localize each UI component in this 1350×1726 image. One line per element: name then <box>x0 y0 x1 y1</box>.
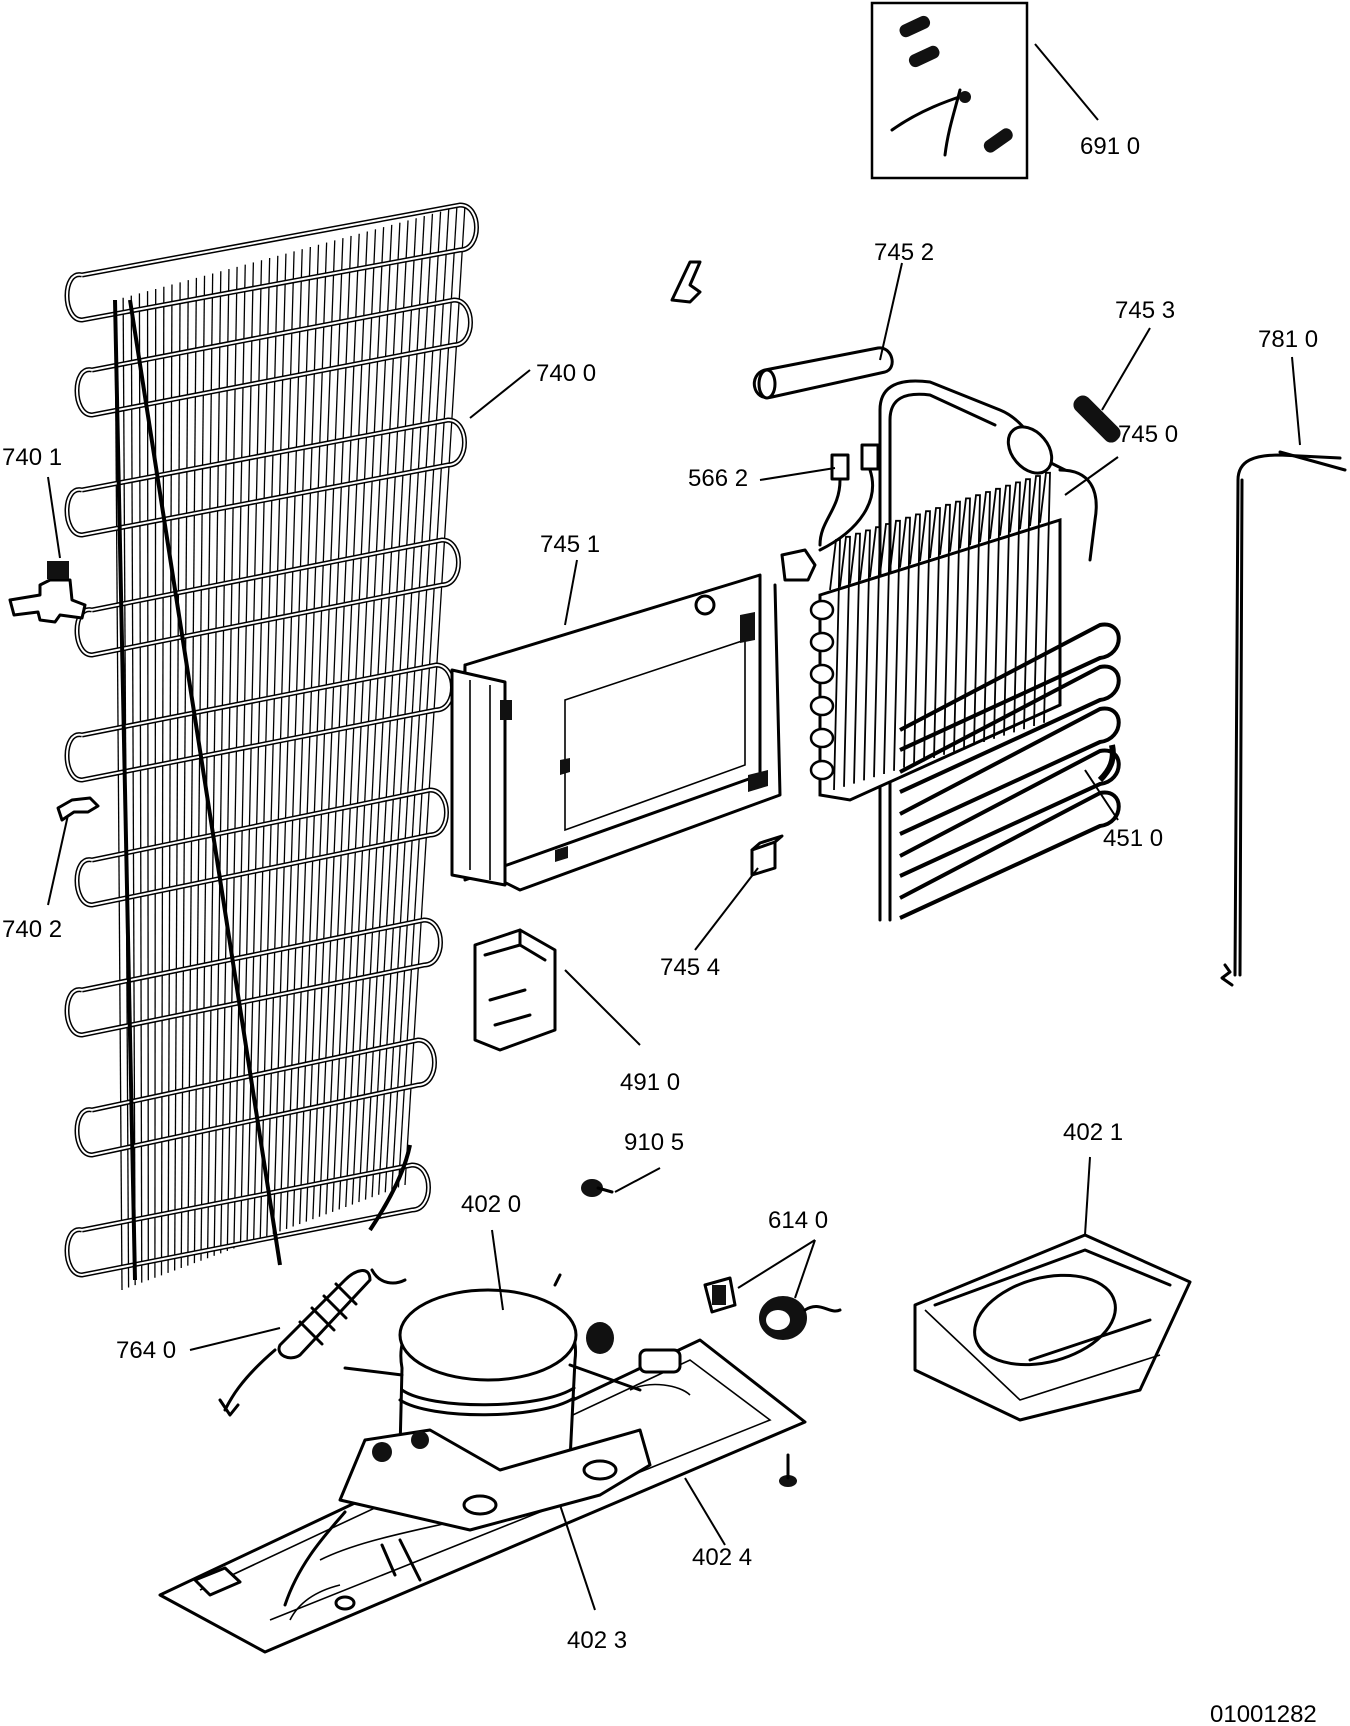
label-910-5: 910 5 <box>624 1129 684 1156</box>
part-402-1-tray <box>913 1233 1192 1422</box>
part-labels: 691 0 745 2 745 3 781 0 740 0 745 0 740 … <box>2 133 1318 1726</box>
part-491-0-block <box>473 928 557 1052</box>
label-566-2: 566 2 <box>688 465 748 492</box>
label-402-4: 402 4 <box>692 1544 752 1571</box>
baseplate-screw <box>779 1453 797 1487</box>
label-740-2: 740 2 <box>2 916 62 943</box>
part-745-1-cover <box>450 573 782 892</box>
label-745-4: 745 4 <box>660 954 720 981</box>
label-745-3: 745 3 <box>1115 297 1175 324</box>
label-745-0: 745 0 <box>1118 421 1178 448</box>
part-740-0-condenser <box>64 202 479 1291</box>
part-745-4-block <box>750 834 784 877</box>
label-451-0: 451 0 <box>1103 825 1163 852</box>
part-745-3-sleeve <box>1073 395 1121 443</box>
part-614-0-relay <box>703 1276 842 1340</box>
part-745-2-tube <box>752 346 894 400</box>
label-740-0: 740 0 <box>536 360 596 387</box>
part-910-5-screw <box>581 1179 614 1197</box>
document-code: 01001282 <box>1210 1701 1317 1726</box>
label-691-0: 691 0 <box>1080 133 1140 160</box>
label-614-0: 614 0 <box>768 1207 828 1234</box>
label-491-0: 491 0 <box>620 1069 680 1096</box>
leader-lines <box>47 43 1301 1611</box>
label-402-1: 402 1 <box>1063 1119 1123 1146</box>
label-764-0: 764 0 <box>116 1337 176 1364</box>
part-402-0-compressor <box>338 1273 652 1532</box>
part-691-0-kit <box>870 1 1029 180</box>
part-781-0-tube <box>1220 450 1347 987</box>
part-745-0-evaporator <box>809 379 1121 922</box>
label-402-0: 402 0 <box>461 1191 521 1218</box>
label-402-3: 402 3 <box>567 1627 627 1654</box>
part-764-0-filter-dryer <box>218 1268 407 1417</box>
label-781-0: 781 0 <box>1258 326 1318 353</box>
part-740-1-clip <box>8 561 87 624</box>
part-740-2-clip <box>56 796 100 822</box>
part-566-2-harness <box>780 443 880 582</box>
label-740-1: 740 1 <box>2 444 62 471</box>
label-745-2: 745 2 <box>874 239 934 266</box>
label-745-1: 745 1 <box>540 531 600 558</box>
small-bracket <box>670 260 702 304</box>
